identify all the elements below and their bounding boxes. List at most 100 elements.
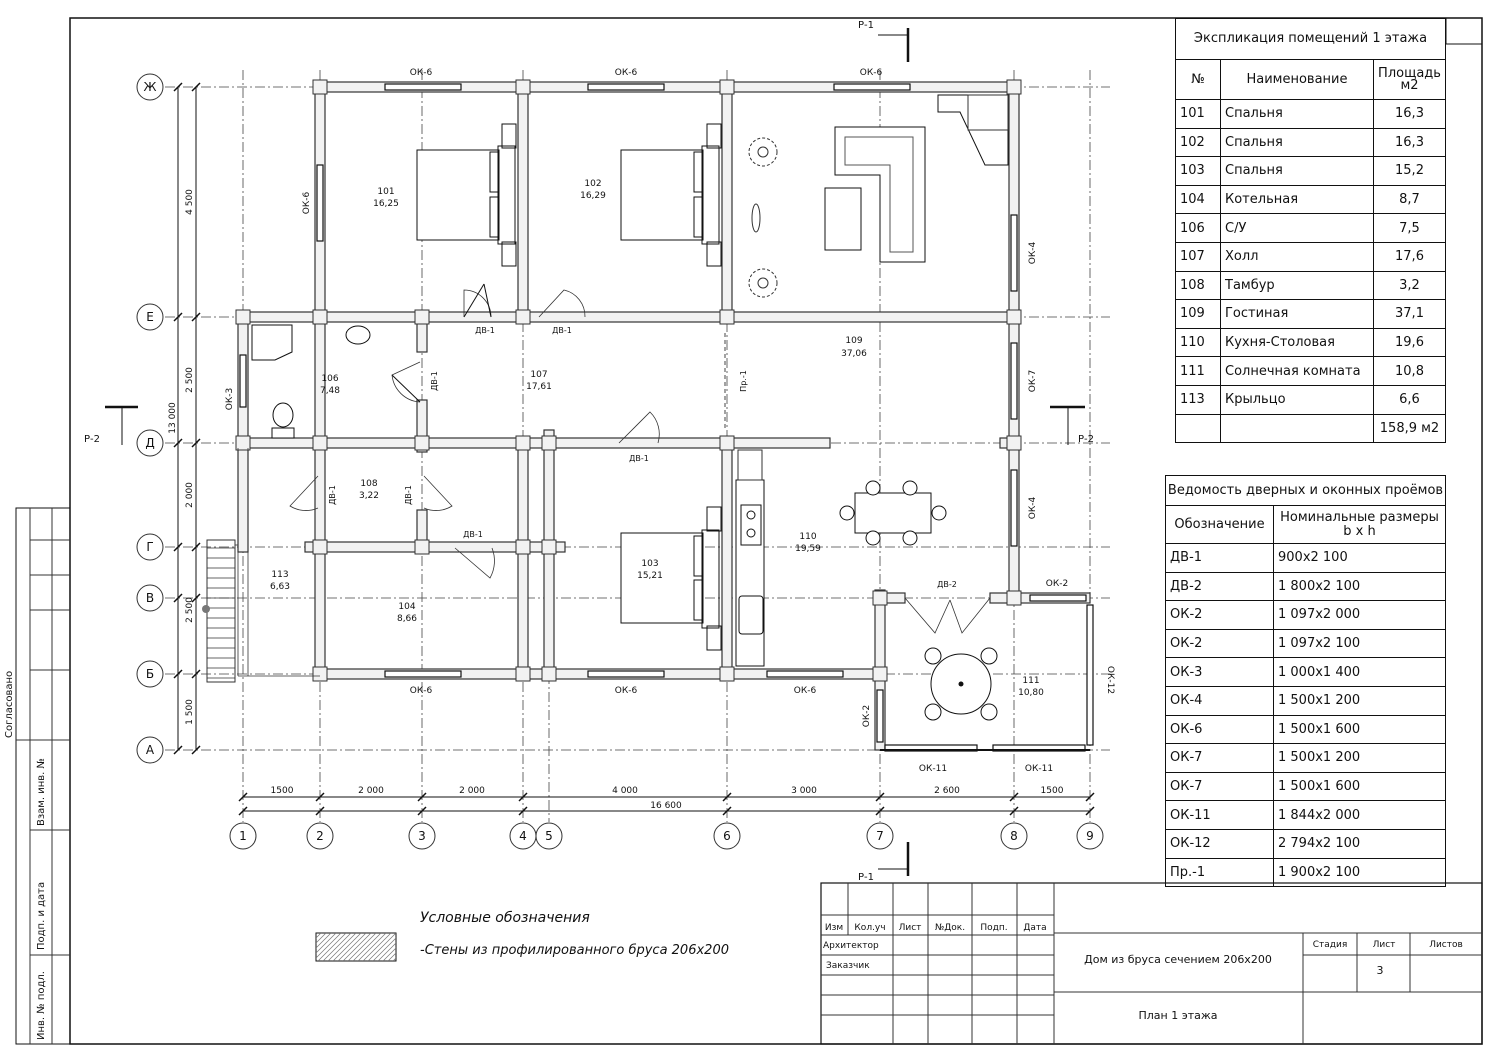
col-size: Номинальные размеры b x h xyxy=(1273,505,1446,544)
log-end xyxy=(235,309,251,325)
explication-cell-area: 16,3 xyxy=(1373,99,1446,129)
explication-cell-area: 17,6 xyxy=(1373,241,1446,272)
log-end xyxy=(515,539,531,555)
log-end xyxy=(872,590,888,606)
opening-label: ОК-2 xyxy=(862,705,872,727)
log-end xyxy=(312,309,328,325)
tb-sheet-name: План 1 этажа xyxy=(1138,1009,1217,1022)
log-end xyxy=(872,666,888,682)
legend-wall-text: -Стены из профилированного бруса 206х200 xyxy=(420,943,729,958)
col-code: Обозначение xyxy=(1165,505,1274,544)
chair xyxy=(980,703,998,721)
opening-label: ОК-4 xyxy=(1028,242,1038,265)
openings-table: Ведомость дверных и оконных проёмов Обоз… xyxy=(1165,475,1446,888)
explication-cell-name: Спальня xyxy=(1220,99,1374,129)
col-no: № xyxy=(1175,59,1221,100)
hatch-line xyxy=(316,933,337,954)
opening-cell-code: ОК-4 xyxy=(1165,685,1274,716)
axis-col-label: 3 xyxy=(418,829,426,843)
explication-cell-area: 6,6 xyxy=(1373,384,1446,415)
dim-tick xyxy=(173,669,183,679)
opening-cell-code: ДВ-1 xyxy=(1165,543,1274,573)
explication-cell-area: 15,2 xyxy=(1373,156,1446,186)
col-area-label: Площадь xyxy=(1378,65,1441,81)
hatch-line xyxy=(317,933,347,961)
hatch-line xyxy=(367,933,396,961)
log-end xyxy=(312,79,328,95)
dimensions xyxy=(173,82,1095,816)
opening-label: ОК-6 xyxy=(615,68,638,78)
tb-sheets-label: Листов xyxy=(1429,940,1463,950)
dim-total-height: 13 000 xyxy=(168,402,178,434)
dim-tick xyxy=(238,792,248,802)
dim-tick xyxy=(173,745,183,755)
room-no: 103 xyxy=(641,559,658,569)
log-end xyxy=(312,666,328,682)
opening-cell-size: 2 794х2 100 xyxy=(1273,828,1446,859)
opening-cell-size: 1 844х2 000 xyxy=(1273,800,1446,830)
axis-row-label: Д xyxy=(145,436,154,450)
log-end xyxy=(515,309,531,325)
tb-header: Кол.уч xyxy=(854,923,885,933)
explication-cell-no: 109 xyxy=(1175,299,1221,329)
dim-col: 1500 xyxy=(1041,786,1064,796)
axis-col-label: 9 xyxy=(1086,829,1094,843)
axis-col-label: 8 xyxy=(1010,829,1018,843)
opening-label: ДВ-1 xyxy=(328,485,337,505)
room-area: 16,29 xyxy=(580,191,606,201)
tb-header: Дата xyxy=(1023,923,1046,933)
opening-label: ОК-11 xyxy=(1025,764,1053,774)
room-no: 111 xyxy=(1022,676,1039,686)
dim-tick xyxy=(238,806,248,816)
dim-tick xyxy=(417,792,427,802)
opening-label: ОК-11 xyxy=(919,764,947,774)
log-end xyxy=(719,79,735,95)
opening-label: ДВ-1 xyxy=(404,485,413,505)
opening-label: ОК-6 xyxy=(410,686,433,696)
log-end xyxy=(541,435,557,451)
explication-cell-no: 104 xyxy=(1175,184,1221,215)
axis-row-label: Г xyxy=(146,540,153,554)
side-stamp: Согласовано Взам. инв. № Подп. и дата Ин… xyxy=(4,507,71,1045)
dim-tick xyxy=(518,792,528,802)
axis-row-label: А xyxy=(146,743,155,757)
explication-cell-area: 10,8 xyxy=(1373,356,1446,386)
room-no: 110 xyxy=(799,532,816,542)
log-end xyxy=(719,666,735,682)
dim-tick xyxy=(191,312,201,322)
hatch-line xyxy=(347,933,377,961)
dim-tick xyxy=(191,438,201,448)
log-end xyxy=(515,79,531,95)
hatch-line xyxy=(372,937,396,961)
log-end xyxy=(235,435,251,451)
openings-title: Ведомость дверных и оконных проёмов xyxy=(1165,475,1446,505)
log-end xyxy=(719,309,735,325)
chair xyxy=(902,530,918,546)
opening-cell-code: ОК-3 xyxy=(1165,657,1274,687)
dim-tick xyxy=(315,806,325,816)
chair xyxy=(865,480,881,496)
opening-label: ДВ-1 xyxy=(552,326,572,335)
stamp-vzam-inv: Взам. инв. № xyxy=(36,758,47,826)
dim-tick xyxy=(173,438,183,448)
tb-header: Подп. xyxy=(980,923,1007,933)
log-end xyxy=(312,435,328,451)
hatch-line xyxy=(316,933,342,959)
explication-title: Экспликация помещений 1 этажа xyxy=(1175,18,1446,59)
explication-cell-name: Тамбур xyxy=(1220,270,1374,301)
opening-label: Пр.-1 xyxy=(739,370,748,392)
hatch-line xyxy=(352,933,382,961)
opening-cell-code: ОК-6 xyxy=(1165,714,1274,745)
tb-project: Дом из бруса сечением 206х200 xyxy=(1084,953,1272,966)
dim-tick xyxy=(173,82,183,92)
dim-col: 2 000 xyxy=(459,786,485,796)
explication-cell-area: 7,5 xyxy=(1373,213,1446,243)
legend-wall-swatch xyxy=(315,932,397,962)
axis-row-label: В xyxy=(146,591,154,605)
